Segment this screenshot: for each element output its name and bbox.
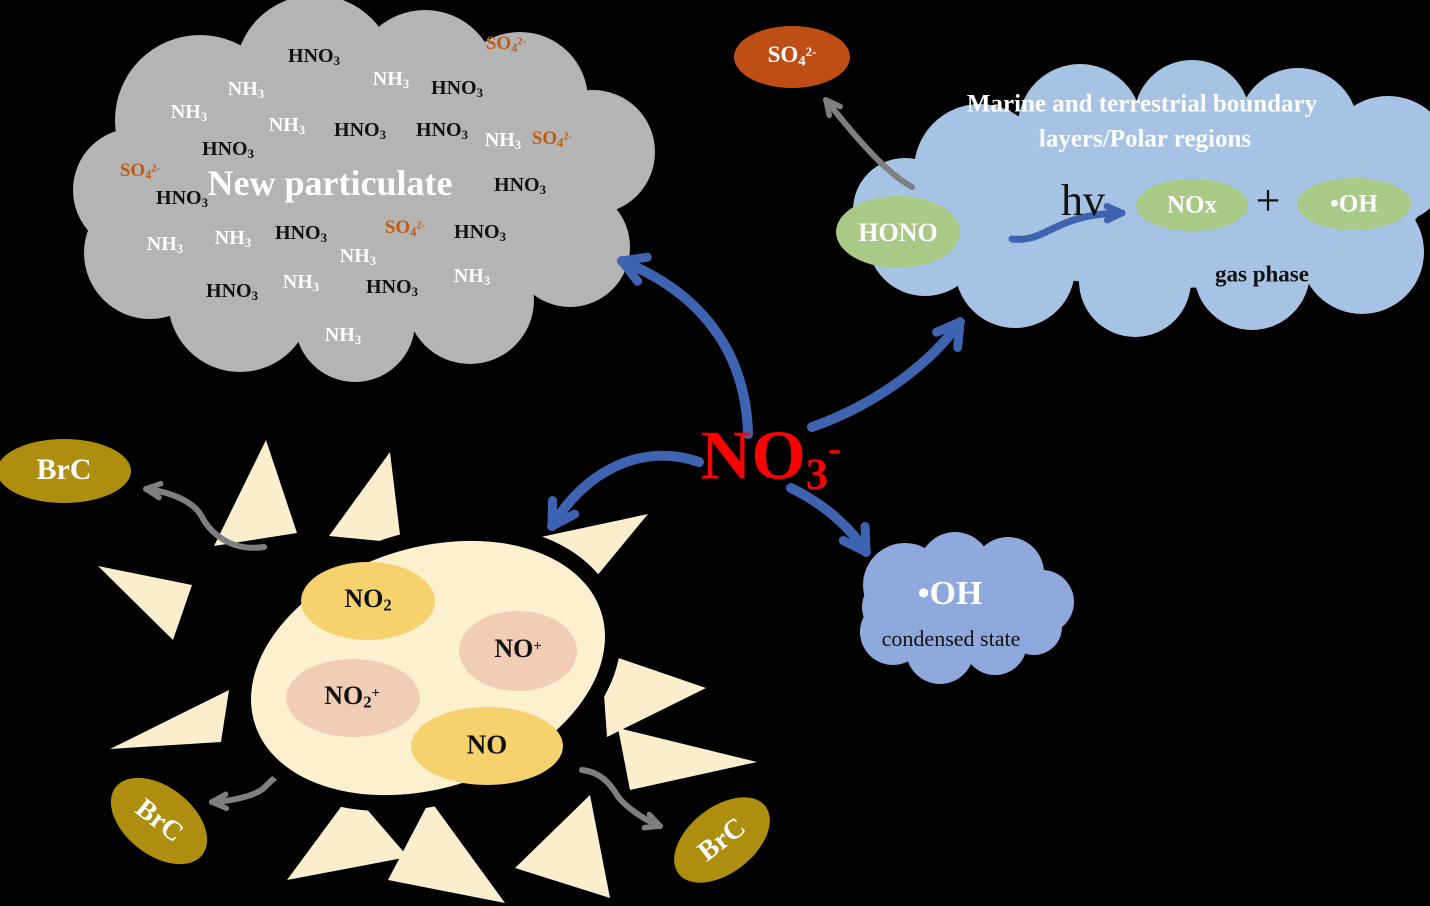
- condensed-state-cloud: [860, 532, 1074, 684]
- sun-inner-ovals: [286, 562, 577, 785]
- arrow-sun-to-brc-topleft: [143, 480, 267, 551]
- hono-oval: [836, 196, 960, 268]
- arrow-no3-to-marine-cloud: [807, 317, 965, 432]
- no-plus-oval: [459, 611, 577, 691]
- so4-oval: [734, 26, 850, 88]
- arrow-no3-to-condensed-cloud: [786, 483, 871, 557]
- blue-arrows: [547, 252, 965, 557]
- brc-oval-topleft: [0, 439, 131, 503]
- no2-oval: [301, 562, 435, 640]
- gas-phase-ovals: [734, 26, 1411, 268]
- arrow-no3-to-particulate: [617, 252, 753, 439]
- no2-plus-oval: [286, 659, 420, 737]
- brc-ovals: [0, 439, 770, 883]
- brc-oval-bottomleft: [110, 777, 208, 865]
- arrow-hono-to-nox: [1008, 202, 1126, 243]
- nox-oval: [1136, 179, 1248, 231]
- oh-gas-oval: [1297, 178, 1411, 230]
- brc-oval-bottomright: [674, 797, 770, 883]
- arrow-no3-to-sun: [547, 450, 704, 531]
- new-particulate-cloud: [73, 0, 655, 382]
- arrow-cloud-to-so4: [823, 97, 915, 190]
- arrow-sun-to-brc-bottomright: [579, 767, 663, 831]
- no-oval: [411, 707, 563, 785]
